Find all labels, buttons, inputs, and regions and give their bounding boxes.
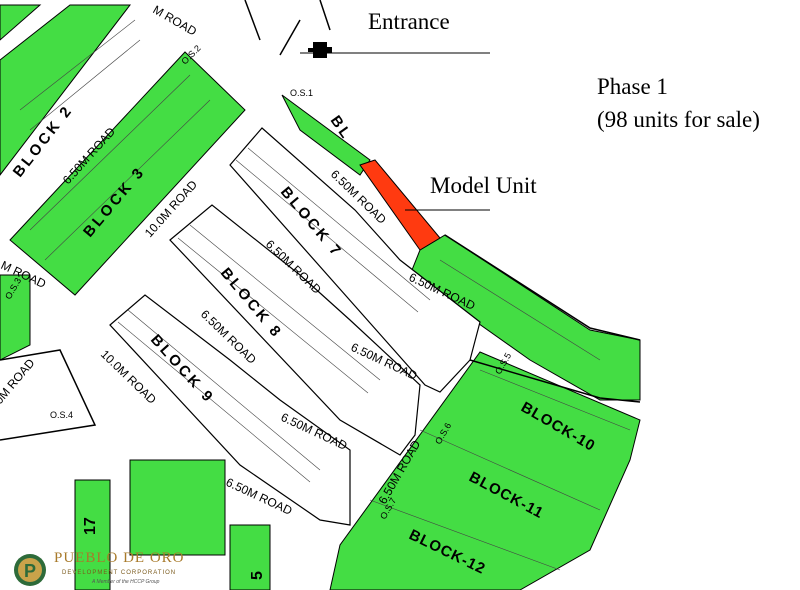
os-label-4: O.S.4 bbox=[50, 410, 73, 420]
top-left-strip bbox=[0, 4, 42, 41]
block-17-parcel bbox=[74, 479, 111, 590]
block-9-outline bbox=[109, 294, 351, 526]
partial-block-17: 17 bbox=[82, 517, 99, 535]
lot-grid-lines bbox=[19, 19, 631, 571]
phase-units: (98 units for sale) bbox=[597, 107, 760, 133]
logo-name: PUEBLO DE ORO bbox=[54, 550, 185, 566]
os-label-1: O.S.1 bbox=[290, 88, 313, 98]
block-8-outline bbox=[169, 204, 421, 456]
available-blocks bbox=[109, 127, 481, 526]
block-2-parcel bbox=[0, 4, 132, 176]
entrance-guardhouse-icon bbox=[308, 42, 332, 58]
phase-title: Phase 1 bbox=[597, 74, 668, 99]
block-1-parcel bbox=[281, 94, 371, 176]
left-strip-os3 bbox=[0, 274, 31, 361]
partial-block-numbers: 17 5 bbox=[82, 517, 266, 580]
road-label-14: 0M ROAD bbox=[0, 356, 38, 407]
road-label-1: M ROAD bbox=[151, 2, 200, 38]
block-7-outline bbox=[229, 127, 481, 393]
pueblo-de-oro-logo-icon: P bbox=[14, 554, 46, 586]
entrance-label: Entrance bbox=[368, 9, 450, 34]
logo-tagline: A Member of the HCCP Group bbox=[92, 579, 160, 585]
block-15-parcel bbox=[229, 524, 271, 590]
model-unit-label: Model Unit bbox=[430, 173, 537, 198]
lower-right-parcel bbox=[329, 351, 641, 590]
logo-subtitle: DEVELOPMENT CORPORATION bbox=[62, 570, 177, 576]
block-16-parcel bbox=[129, 459, 226, 556]
partial-block-5: 5 bbox=[249, 571, 266, 580]
pueblo-de-oro-logo: P PUEBLO DE ORO DEVELOPMENT CORPORATION … bbox=[10, 548, 225, 590]
phase-info: Phase 1 (98 units for sale) bbox=[597, 70, 760, 137]
green-areas bbox=[0, 4, 641, 590]
block-3-parcel bbox=[9, 51, 246, 296]
roads-boundary bbox=[0, 0, 641, 441]
model-unit-lot bbox=[359, 159, 441, 251]
logo-mark: P bbox=[24, 561, 36, 581]
